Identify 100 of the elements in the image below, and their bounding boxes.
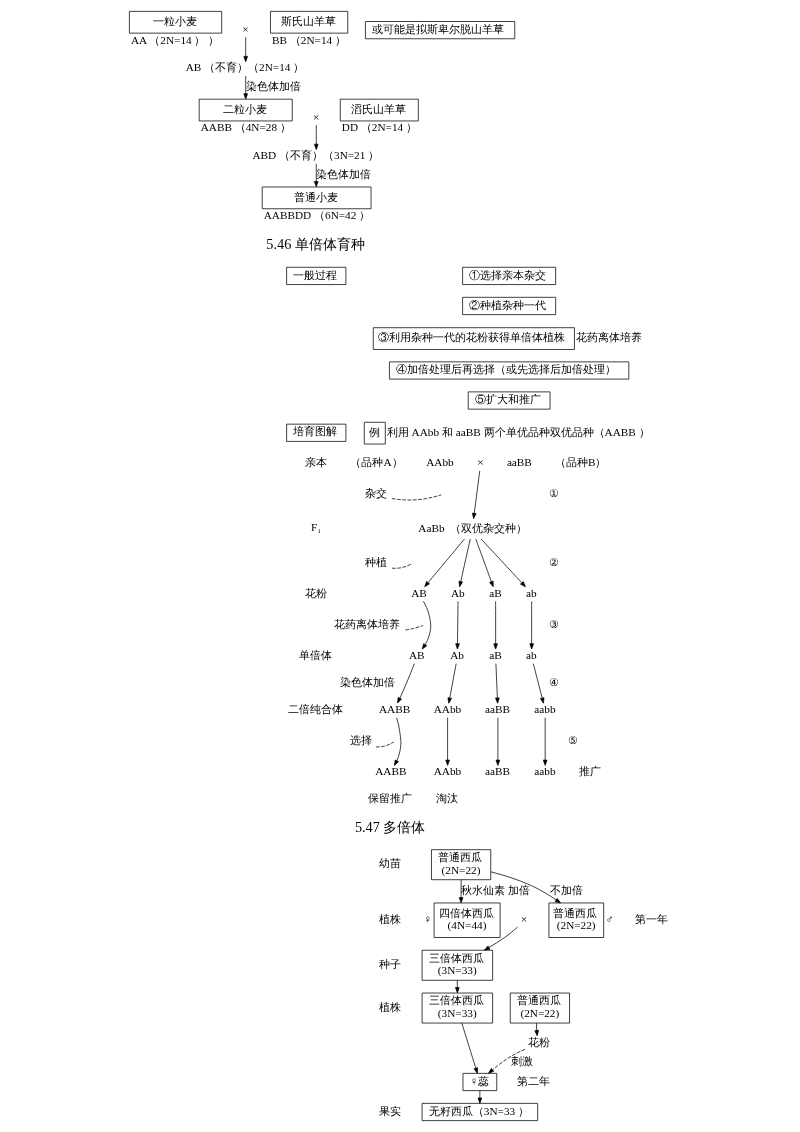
node-box: 一粒小麦 [128,11,222,34]
arrow [480,538,526,588]
label: 幼苗 [378,857,401,870]
node-text: ab [525,586,537,599]
node-box: 滔氏山羊草 [339,98,419,122]
label: 果实 [378,1104,401,1117]
node-box: 普通西瓜 (2N=22) [430,849,491,881]
label: ① [548,487,559,500]
node-label: 利用 AAbb 和 aaBB 两个单优品种双优品种（AABB ） [386,425,650,438]
node-label: （双优杂交种） [449,521,527,534]
connector [404,625,423,631]
arrow [487,1048,525,1074]
label: 种子 [378,957,401,970]
arrow [533,1022,539,1037]
node-text: aB [488,586,502,599]
arrow [313,124,318,150]
node-label: DD （2N=14 ） [341,121,417,134]
arrow [492,601,498,650]
node-text: aabb [533,703,556,716]
node-text: 选择 [349,734,372,747]
label: 第一年 [634,912,668,925]
label: ③ [548,617,559,630]
node-box: ④加倍处理后再选择（或先选择后加倍处理） [388,361,629,380]
arrow [474,538,494,588]
arrow [542,717,547,766]
connector [375,741,394,748]
label: 第二年 [516,1074,550,1087]
label: 花粉 [304,586,327,599]
node-text: × [241,22,249,35]
node-label: ♀ [423,912,432,925]
label: 染色体加倍 [339,676,395,689]
arrow [454,601,460,650]
arrow [454,980,460,994]
node-text: Ab [450,586,465,599]
arrow [447,663,457,704]
arrow [243,75,248,100]
node-label: AA （2N=14 ） ） [130,33,219,46]
node-text: AB [408,649,425,662]
arrow [444,717,450,766]
arrow [471,470,480,519]
label: ④ [548,676,559,689]
edge-label: 染色体加倍 [315,169,371,181]
node-box: ②种植杂种一代 [461,296,556,315]
node-box: 三倍体西瓜 (3N=33) [421,949,493,981]
arrow [528,601,534,650]
node-text: × [312,110,319,123]
label: （品种A） [349,456,403,469]
label: 推广 [578,765,601,778]
node-text: 花粉 [527,1035,550,1048]
node-text: × [476,456,484,469]
node-box: 无籽西瓜（3N=33 ） [421,1103,538,1121]
label: 植株 [378,912,401,925]
node-text: 花药离体培养 [333,617,400,630]
arrow [423,538,465,588]
node-label: AABB （4N=28 ） [200,121,291,134]
label: AAbb [425,456,454,469]
label: F₁ [310,521,321,534]
node-text: 杂交 [364,487,387,500]
connector [391,563,413,569]
node-box: 例 [363,421,386,445]
node-box: 二粒小麦 [198,98,293,122]
node-box: 四倍体西瓜 (4N=44) [433,902,500,938]
connector [391,494,442,501]
arrow [532,663,544,704]
arrow [490,871,561,904]
label: 亲本 [304,456,327,469]
node-label: 花药离体培养 [575,331,642,344]
label: aaBB [506,456,532,469]
node-box: 斯氏山羊草 [269,11,348,34]
arrow [460,1022,478,1074]
node-text: AaBb [417,521,445,534]
node-box: ③利用杂种一代的花粉获得单倍体植株 [372,327,575,350]
node-text: AAbb [433,703,461,716]
label: 单倍体 [298,649,332,662]
node-text: aabb [533,765,556,778]
label: 5.46 单倍体育种 [265,236,365,253]
label: 植株 [378,1000,401,1013]
node-text: AABB [378,703,410,716]
node-text: AABB [374,765,406,778]
label: 二倍纯合体 [287,703,343,716]
edge-label: 不加倍 [549,885,583,897]
node-box: 普通西瓜 (2N=22) [548,902,604,938]
node-box: 培育图解 [285,423,346,442]
edge-label: 刺激 [510,1055,533,1067]
label: （品种B） [554,456,606,469]
node-box: 或可能是拟斯卑尔脱山羊草 [364,21,515,40]
label: 5.47 多倍体 [354,818,425,835]
node-label: ♂ [604,912,614,925]
node-box: 普通西瓜 (2N=22) [509,992,570,1024]
label: 淘汰 [435,792,458,805]
arrow [458,538,471,588]
arrow [495,717,500,766]
node-text: × [520,912,527,925]
node-box: ♀蕊 [462,1072,497,1091]
arrow [421,600,431,650]
edge-label: 染色体加倍 [245,81,301,93]
node-text: aaBB [484,703,510,716]
arrow [483,926,518,951]
node-text: 种植 [364,555,387,568]
label: ② [548,555,559,568]
